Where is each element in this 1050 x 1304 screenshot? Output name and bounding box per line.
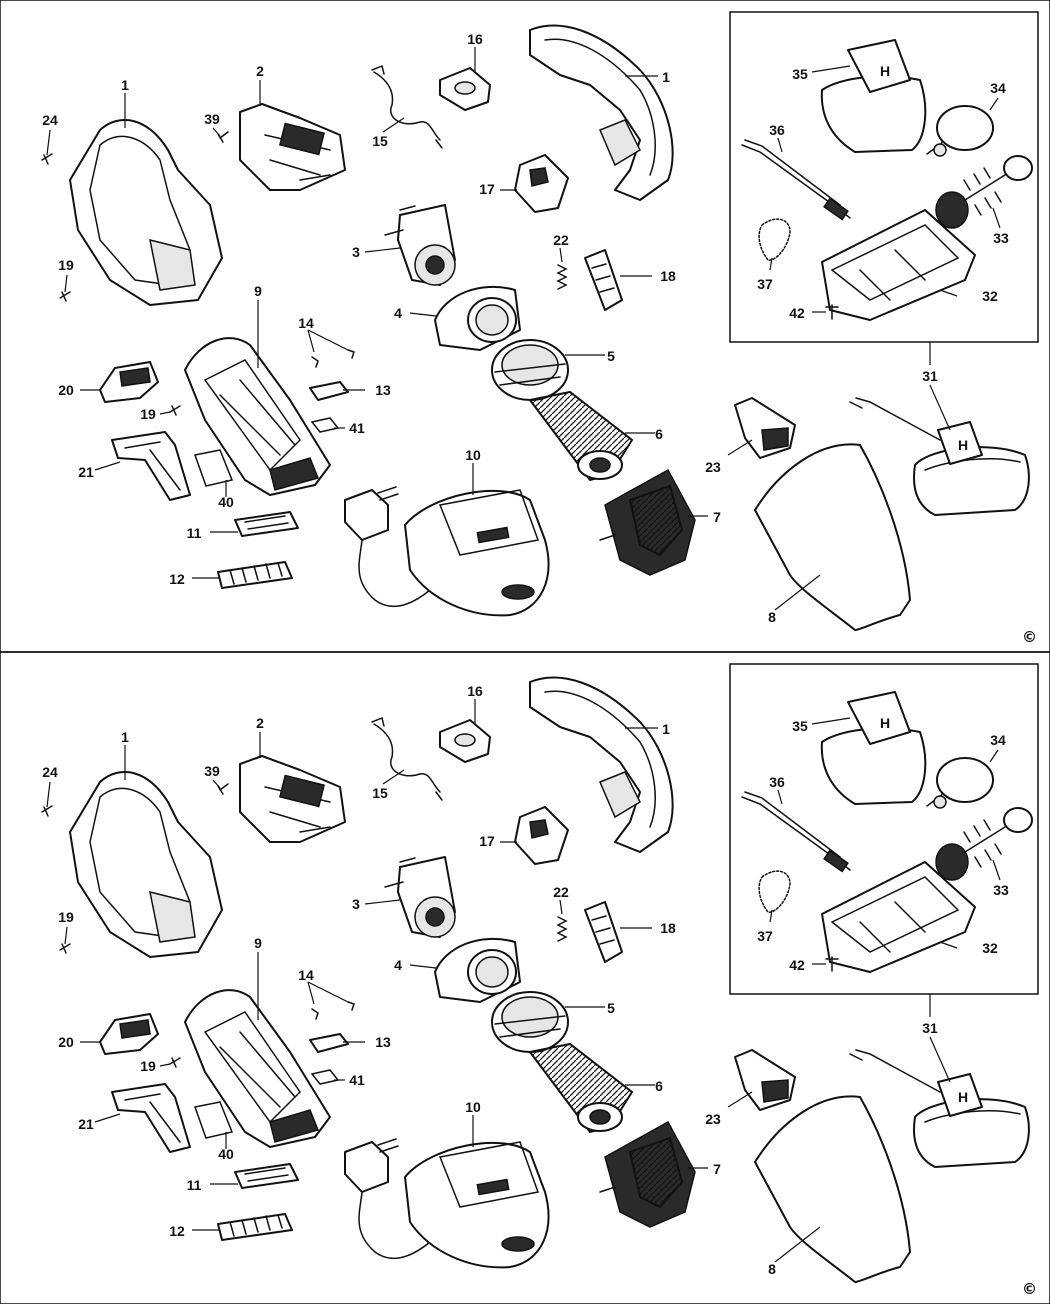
part-callout-33: 33 <box>993 230 1009 246</box>
part-callout-1: 1 <box>662 69 670 85</box>
part-callout-40: 40 <box>218 1146 234 1162</box>
part-callout-19: 19 <box>140 1058 156 1074</box>
part-callout-31: 31 <box>922 1020 938 1036</box>
part-labels-bottom: 1216392415119317221894141320194152140106… <box>42 683 1009 1277</box>
part-callout-5: 5 <box>607 1000 615 1016</box>
part-callout-6: 6 <box>655 1078 663 1094</box>
part-callout-20: 20 <box>58 382 74 398</box>
part-callout-40: 40 <box>218 494 234 510</box>
part-callout-15: 15 <box>372 133 388 149</box>
part-callout-22: 22 <box>553 884 569 900</box>
part-callout-8: 8 <box>768 1261 776 1277</box>
part-callout-39: 39 <box>204 111 220 127</box>
copyright-mark: © <box>1022 628 1037 646</box>
part-callout-1: 1 <box>662 721 670 737</box>
part-callout-1: 1 <box>121 77 129 93</box>
part-callout-21: 21 <box>78 1116 94 1132</box>
part-callout-20: 20 <box>58 1034 74 1050</box>
part-callout-21: 21 <box>78 464 94 480</box>
part-callout-24: 24 <box>42 112 58 128</box>
part-callout-37: 37 <box>757 928 773 944</box>
part-callout-7: 7 <box>713 509 721 525</box>
part-callout-23: 23 <box>705 1111 721 1127</box>
part-callout-32: 32 <box>982 940 998 956</box>
part-callout-10: 10 <box>465 1099 481 1115</box>
part-callout-37: 37 <box>757 276 773 292</box>
part-callout-7: 7 <box>713 1161 721 1177</box>
part-labels-top: 1216392415119317221894141320194152140106… <box>42 31 1009 625</box>
part-callout-15: 15 <box>372 785 388 801</box>
part-callout-36: 36 <box>769 122 785 138</box>
panel-top: 1216392415119317221894141320194152140106… <box>41 11 1039 646</box>
part-callout-42: 42 <box>789 305 805 321</box>
part-callout-31: 31 <box>922 368 938 384</box>
part-callout-17: 17 <box>479 833 495 849</box>
part-callout-12: 12 <box>169 1223 185 1239</box>
part-callout-19: 19 <box>58 257 74 273</box>
part-callout-32: 32 <box>982 288 998 304</box>
part-callout-9: 9 <box>254 283 262 299</box>
head-badge-letter: H <box>958 1089 968 1105</box>
part-callout-4: 4 <box>394 305 402 321</box>
part-callout-5: 5 <box>607 348 615 364</box>
part-callout-34: 34 <box>990 80 1006 96</box>
part-callout-16: 16 <box>467 683 483 699</box>
part-callout-23: 23 <box>705 459 721 475</box>
part-callout-9: 9 <box>254 935 262 951</box>
part-callout-6: 6 <box>655 426 663 442</box>
part-callout-18: 18 <box>660 920 676 936</box>
head-badge-letter: H <box>880 715 890 731</box>
head-badge-letter: H <box>958 437 968 453</box>
part-callout-19: 19 <box>140 406 156 422</box>
part-callout-24: 24 <box>42 764 58 780</box>
part-callout-1: 1 <box>121 729 129 745</box>
part-callout-2: 2 <box>256 715 264 731</box>
part-callout-8: 8 <box>768 609 776 625</box>
copyright-mark-bottom: © <box>1022 1280 1037 1298</box>
part-callout-4: 4 <box>394 957 402 973</box>
part-callout-17: 17 <box>479 181 495 197</box>
part-callout-11: 11 <box>187 525 202 541</box>
part-callout-3: 3 <box>352 244 360 260</box>
head-badge-letter: H <box>880 63 890 79</box>
panel-bottom: 1216392415119317221894141320194152140106… <box>41 663 1039 1298</box>
part-callout-42: 42 <box>789 957 805 973</box>
part-callout-16: 16 <box>467 31 483 47</box>
part-callout-35: 35 <box>792 718 808 734</box>
part-callout-10: 10 <box>465 447 481 463</box>
part-callout-33: 33 <box>993 882 1009 898</box>
part-callout-14: 14 <box>298 315 314 331</box>
part-callout-36: 36 <box>769 774 785 790</box>
part-callout-11: 11 <box>187 1177 202 1193</box>
part-callout-13: 13 <box>375 1034 391 1050</box>
part-callout-3: 3 <box>352 896 360 912</box>
part-callout-39: 39 <box>204 763 220 779</box>
part-callout-22: 22 <box>553 232 569 248</box>
part-callout-19: 19 <box>58 909 74 925</box>
panel-bottom-frame <box>0 651 1050 1304</box>
part-callout-41: 41 <box>349 420 365 436</box>
part-callout-34: 34 <box>990 732 1006 748</box>
part-callout-35: 35 <box>792 66 808 82</box>
part-callout-18: 18 <box>660 268 676 284</box>
part-callout-13: 13 <box>375 382 391 398</box>
part-callout-14: 14 <box>298 967 314 983</box>
part-callout-12: 12 <box>169 571 185 587</box>
part-callout-2: 2 <box>256 63 264 79</box>
part-callout-41: 41 <box>349 1072 365 1088</box>
